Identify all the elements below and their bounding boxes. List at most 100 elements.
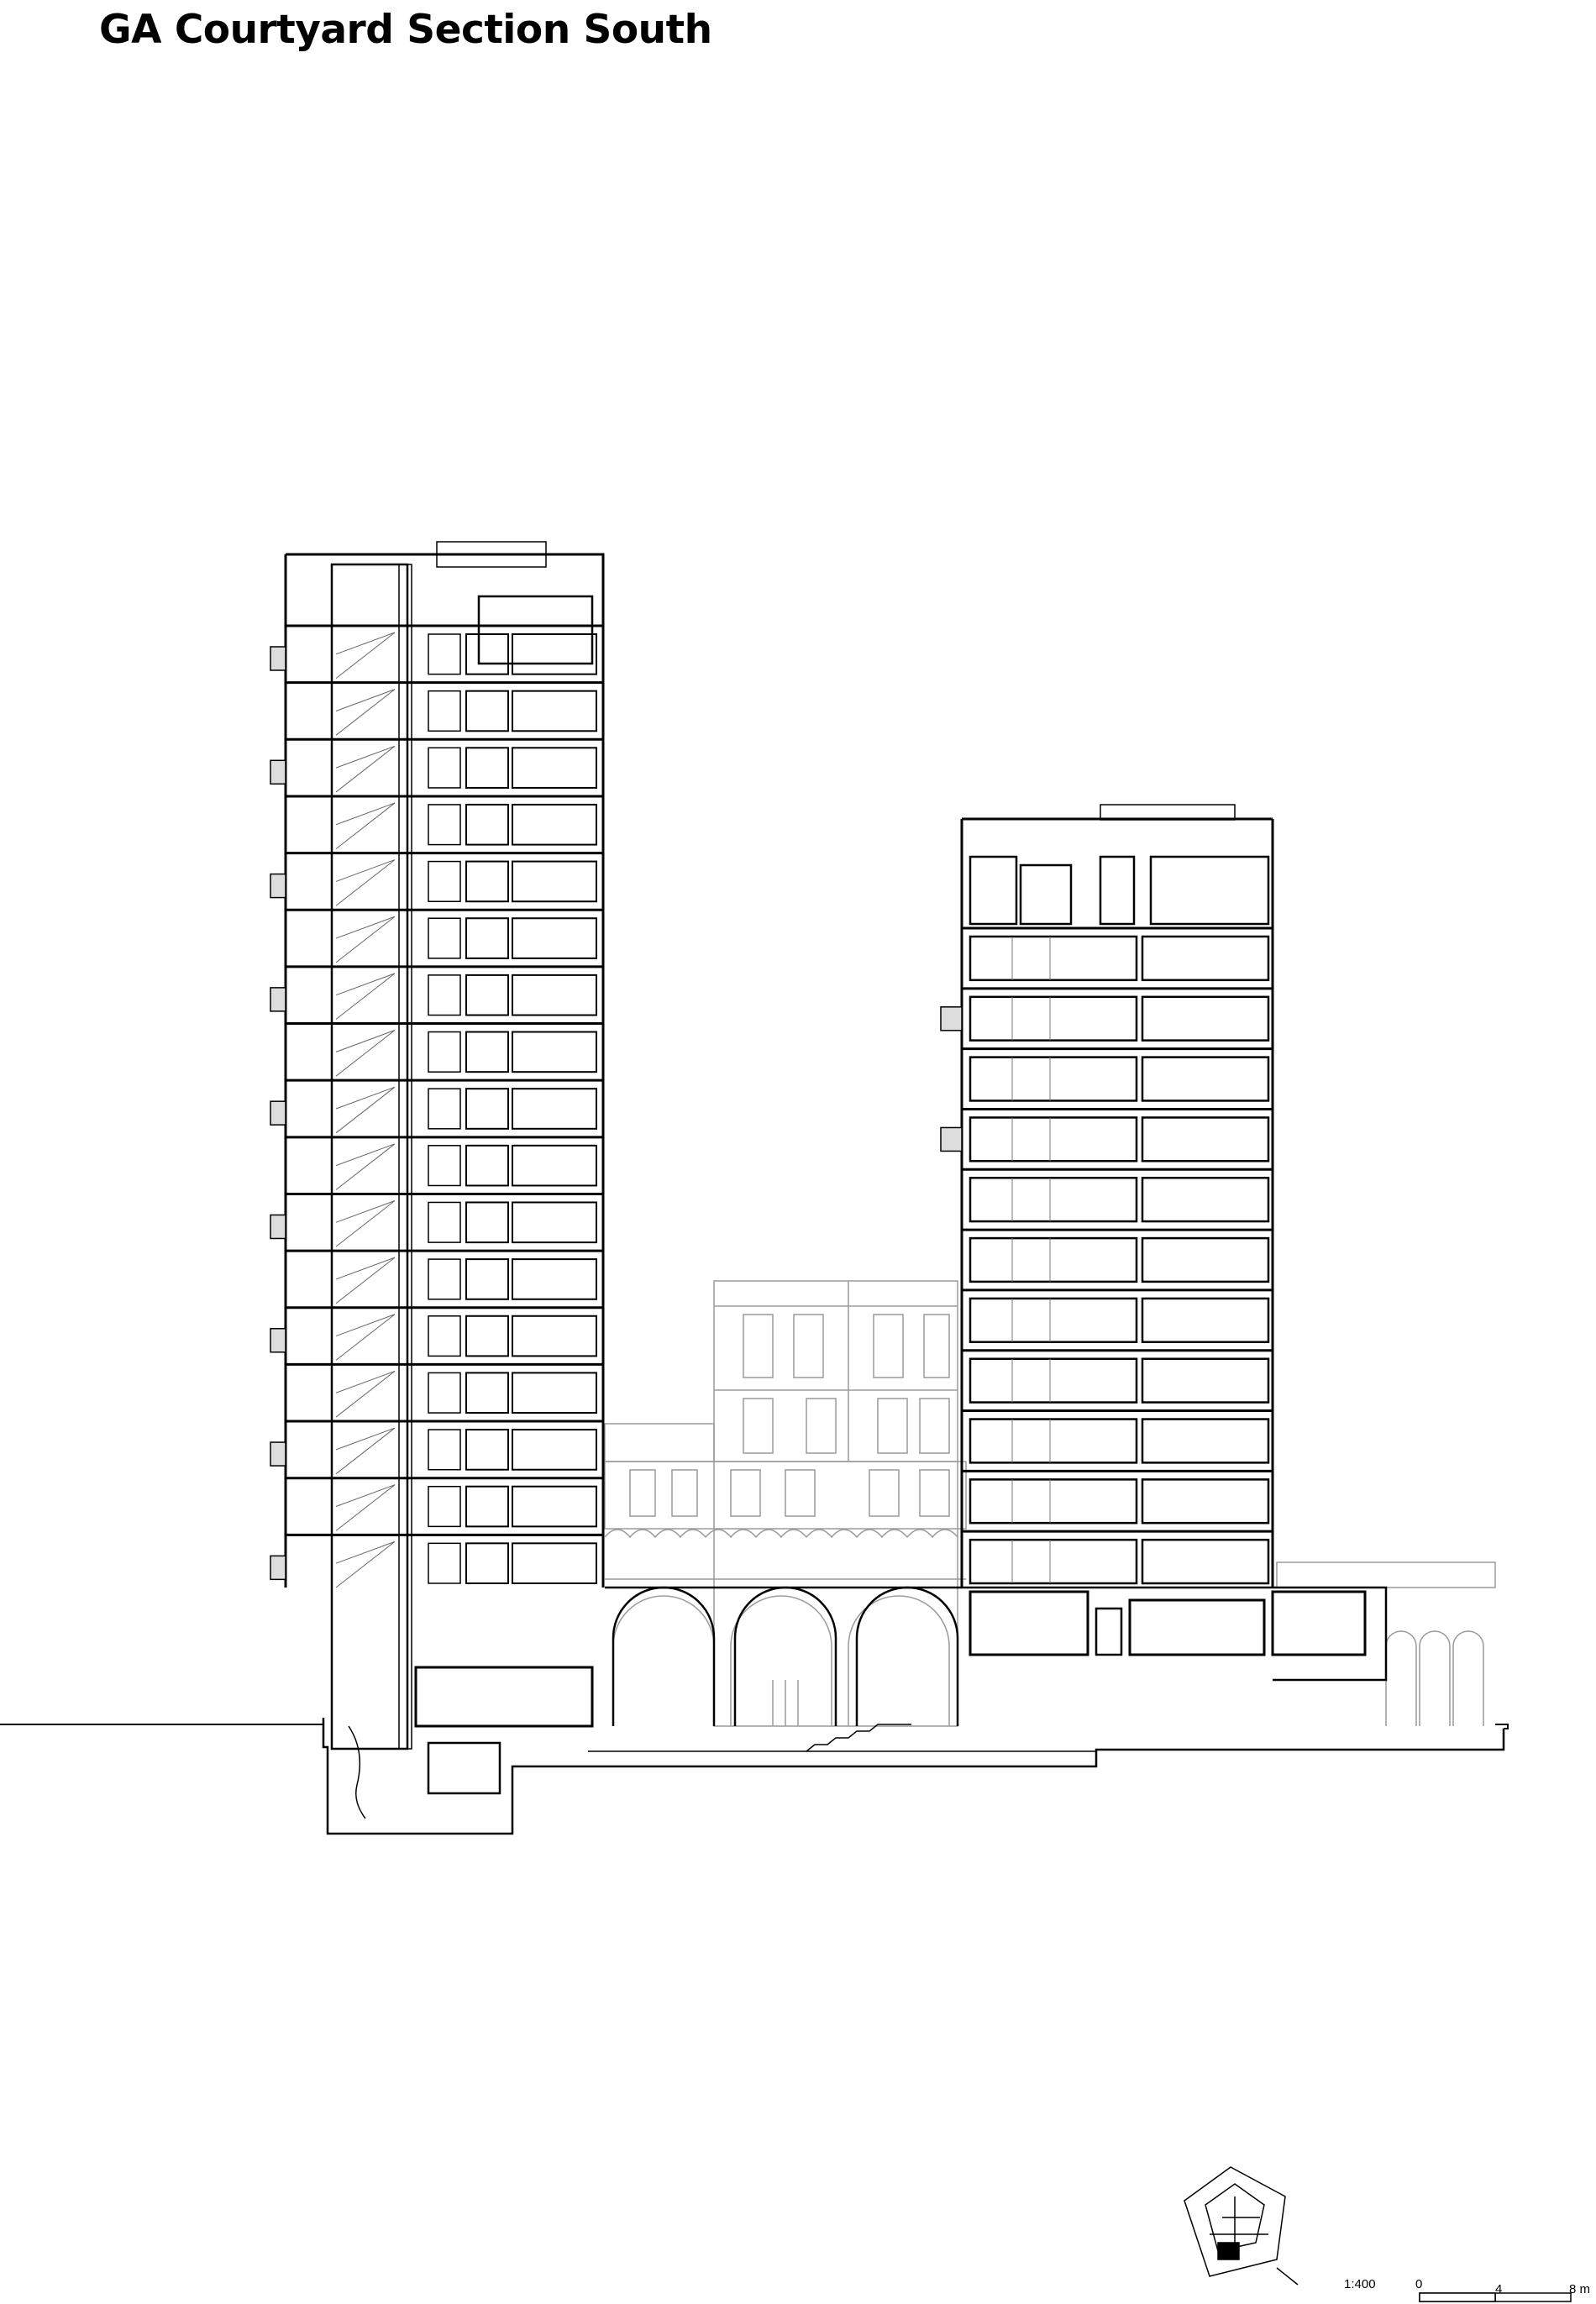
room-cell bbox=[428, 1201, 461, 1243]
balcony bbox=[270, 873, 286, 899]
roof-plant bbox=[1100, 804, 1236, 821]
site-key-plan-icon bbox=[1184, 2166, 1299, 2286]
apartment-cell bbox=[969, 935, 1138, 982]
room-cell bbox=[465, 1542, 509, 1584]
apartment-cell bbox=[969, 1418, 1138, 1464]
room-cell bbox=[465, 1429, 509, 1471]
apartment-cell bbox=[1141, 1177, 1270, 1223]
right-tower-section bbox=[940, 804, 1388, 1682]
room-cell bbox=[465, 860, 509, 903]
apartment-cell bbox=[969, 1478, 1138, 1525]
apartment-cell bbox=[1141, 1478, 1270, 1525]
plant-room bbox=[477, 595, 594, 665]
room-cell bbox=[428, 917, 461, 959]
room-cell bbox=[428, 804, 461, 846]
apartment-cell bbox=[1141, 1236, 1270, 1283]
room-cell bbox=[428, 1258, 461, 1300]
scale-bar bbox=[1419, 2292, 1572, 2302]
ground-hall bbox=[414, 1666, 594, 1728]
room-cell bbox=[465, 1201, 509, 1244]
apartment-cell bbox=[969, 1236, 1138, 1283]
room-cell bbox=[512, 747, 597, 789]
apartment-cell bbox=[1141, 935, 1270, 982]
apartment-cell bbox=[1141, 1116, 1270, 1162]
room-cell bbox=[512, 917, 597, 959]
room-cell bbox=[428, 1372, 461, 1414]
room-cell bbox=[465, 917, 509, 959]
room-cell bbox=[512, 1088, 597, 1130]
balcony bbox=[270, 987, 286, 1012]
lift-shaft bbox=[398, 564, 412, 1750]
stair-flight bbox=[335, 745, 396, 793]
room-cell bbox=[428, 747, 461, 789]
room-cell bbox=[428, 974, 461, 1016]
room-cell bbox=[465, 803, 509, 846]
balcony bbox=[270, 646, 286, 671]
podium-outline bbox=[966, 1586, 1388, 1682]
scale-ratio-label: 1:400 bbox=[1344, 2277, 1376, 2291]
room-cell bbox=[428, 1088, 461, 1130]
room-cell bbox=[428, 1031, 461, 1073]
balcony bbox=[270, 1328, 286, 1353]
stair-flight bbox=[335, 1143, 396, 1190]
apartment-cell bbox=[969, 995, 1138, 1042]
balcony bbox=[270, 1214, 286, 1240]
room-cell bbox=[512, 1429, 597, 1471]
room-cell bbox=[428, 1485, 461, 1528]
roof-plant bbox=[436, 541, 547, 568]
stair-flight bbox=[335, 1540, 396, 1588]
room-cell bbox=[512, 633, 597, 675]
apartment-cell bbox=[969, 1056, 1138, 1102]
room-cell bbox=[512, 1258, 597, 1300]
stair-flight bbox=[335, 1257, 396, 1304]
apartment-cell bbox=[969, 1116, 1138, 1162]
room-cell bbox=[512, 974, 597, 1016]
annex-room bbox=[1271, 1590, 1367, 1656]
scale-tick-8: 8 m bbox=[1569, 2282, 1590, 2296]
apartment-cell bbox=[1141, 1357, 1270, 1404]
stair-flight bbox=[335, 689, 396, 736]
room-cell bbox=[512, 1201, 597, 1244]
apartment-cell bbox=[1141, 1056, 1270, 1102]
room-cell bbox=[465, 633, 509, 675]
room-cell bbox=[465, 1372, 509, 1414]
podium-room bbox=[1095, 1607, 1123, 1656]
room-cell bbox=[512, 1144, 597, 1187]
ground-and-basement bbox=[0, 1718, 1509, 1835]
room-cell bbox=[512, 1372, 597, 1414]
stair-flight bbox=[335, 973, 396, 1020]
room-cell bbox=[512, 1315, 597, 1357]
room-cell bbox=[428, 1145, 461, 1187]
room-cell bbox=[465, 1315, 509, 1357]
balcony bbox=[940, 1006, 963, 1031]
stair-flight bbox=[335, 1484, 396, 1531]
balcony bbox=[270, 1100, 286, 1126]
balcony bbox=[270, 759, 286, 785]
room-cell bbox=[428, 633, 461, 675]
room-cell bbox=[465, 1485, 509, 1528]
apartment-cell bbox=[1141, 1297, 1270, 1343]
scale-tick-0: 0 bbox=[1415, 2277, 1422, 2291]
stair-flight bbox=[335, 1030, 396, 1077]
room-cell bbox=[1019, 863, 1073, 926]
balcony bbox=[940, 1126, 963, 1152]
apartment-cell bbox=[1141, 1418, 1270, 1464]
right-tower-outline bbox=[960, 817, 1274, 1588]
apartment-cell bbox=[969, 1297, 1138, 1343]
stair-flight bbox=[335, 1427, 396, 1475]
scale-tick-4: 4 bbox=[1495, 2282, 1502, 2296]
room-cell bbox=[969, 855, 1018, 926]
room-cell bbox=[465, 1031, 509, 1073]
stair-flight bbox=[335, 632, 396, 680]
room-cell bbox=[512, 1485, 597, 1528]
room-cell bbox=[428, 1429, 461, 1471]
room-cell bbox=[465, 1088, 509, 1130]
stair-flight bbox=[335, 859, 396, 906]
balcony bbox=[270, 1555, 286, 1581]
stair-flight bbox=[335, 916, 396, 963]
apartment-cell bbox=[1141, 995, 1270, 1042]
room-cell bbox=[512, 1031, 597, 1073]
room-cell bbox=[1099, 855, 1136, 926]
room-cell bbox=[428, 1542, 461, 1584]
